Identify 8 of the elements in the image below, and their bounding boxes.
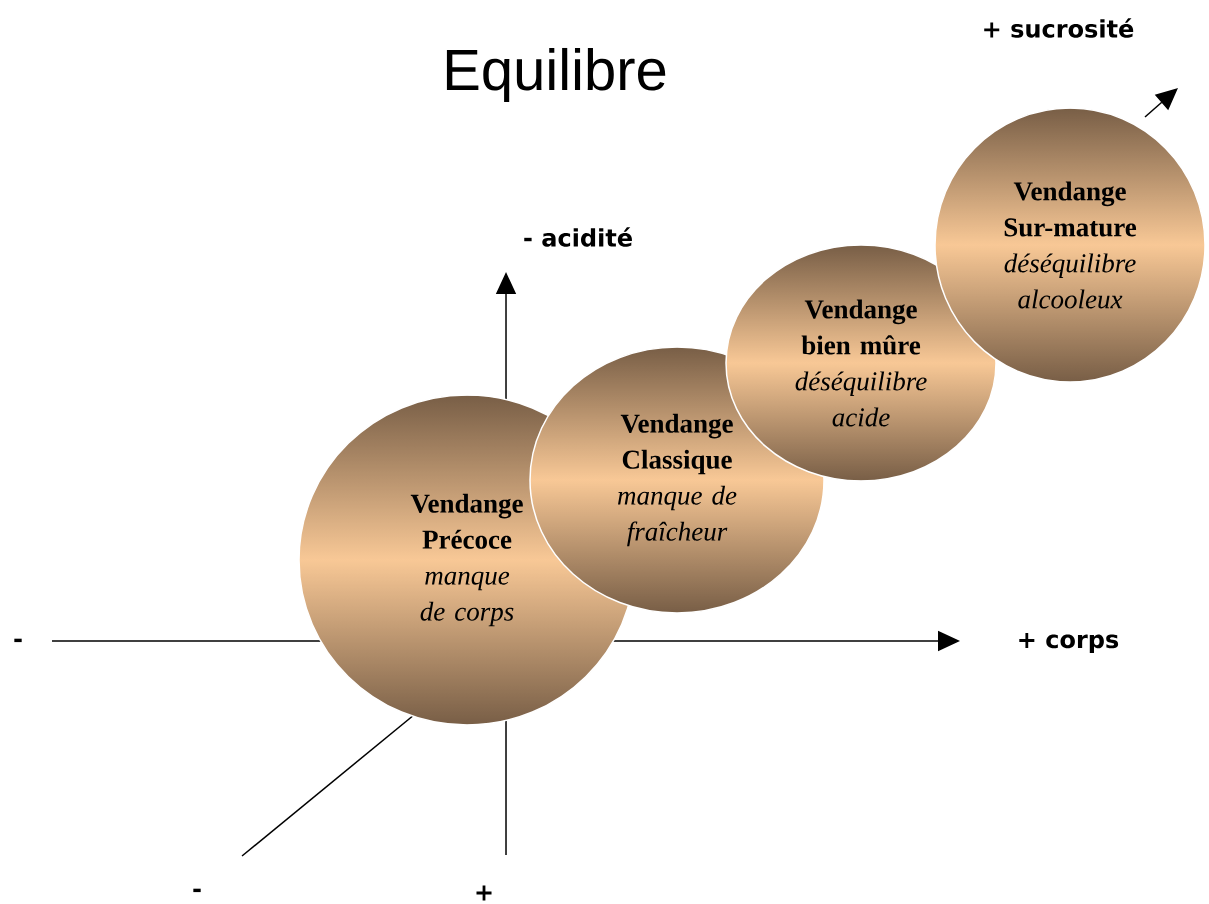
- title: Equilibre: [446, 47, 666, 102]
- axis-label: +: [476, 885, 492, 901]
- axis-label: - acidité: [524, 227, 632, 247]
- ellipse-node: Vendange Sur-mature déséquilibre alcooleux: [934, 107, 1206, 383]
- axis-label: -: [14, 638, 22, 643]
- axis-label: + sucrosité: [984, 18, 1134, 38]
- axis-label: + corps: [1019, 633, 1119, 653]
- axis-label: -: [193, 888, 201, 893]
